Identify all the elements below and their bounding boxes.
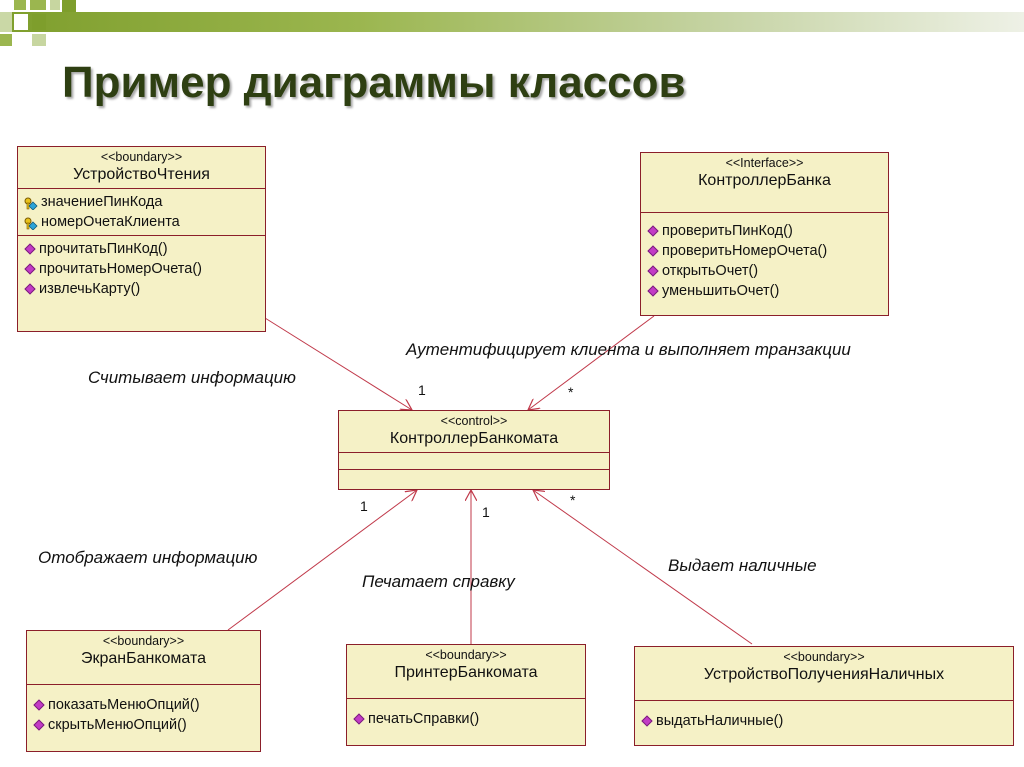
association-auth-label: Аутентифицирует клиента и выполняет тран… bbox=[406, 340, 851, 359]
attribute-row: значениеПинКода bbox=[24, 192, 259, 212]
operation-label: открытьОчет() bbox=[662, 263, 759, 279]
class-cash-dispenser[interactable]: <<boundary>> УстройствоПолученияНаличных… bbox=[634, 646, 1014, 746]
association-display-line bbox=[227, 490, 417, 631]
class-printer[interactable]: <<boundary>> ПринтерБанкомата печатьСпра… bbox=[346, 644, 586, 746]
operation-row: извлечьКарту() bbox=[24, 279, 259, 299]
class-atm-attributes bbox=[339, 453, 609, 470]
association-reads-line bbox=[264, 317, 412, 410]
operation-icon bbox=[33, 719, 45, 731]
operation-icon bbox=[24, 243, 36, 255]
operation-row: печатьСправки() bbox=[353, 709, 579, 729]
attribute-label: номерОчетаКлиента bbox=[41, 214, 180, 230]
operation-icon bbox=[647, 285, 659, 297]
class-screen[interactable]: <<boundary>> ЭкранБанкомата показатьМеню… bbox=[26, 630, 261, 752]
operation-row: проверитьНомерОчета() bbox=[647, 241, 882, 261]
operation-icon bbox=[353, 713, 365, 725]
class-printer-name: ПринтерБанкомата bbox=[394, 664, 538, 681]
class-bank-name: КонтроллерБанка bbox=[698, 172, 831, 189]
operation-label: печатьСправки() bbox=[368, 711, 480, 727]
class-printer-operations: печатьСправки() bbox=[347, 699, 585, 732]
multiplicity-dispense: * bbox=[570, 492, 576, 508]
association-reads-label: Считывает информацию bbox=[88, 368, 296, 387]
operation-label: прочитатьНомерОчета() bbox=[39, 261, 202, 277]
multiplicity-display: 1 bbox=[360, 498, 368, 514]
operation-row: проверитьПинКод() bbox=[647, 221, 882, 241]
operation-row: выдатьНаличные() bbox=[641, 711, 1007, 731]
multiplicity-reads: 1 bbox=[418, 382, 426, 398]
class-reader-header: <<boundary>> УстройствоЧтения bbox=[18, 147, 265, 189]
association-print-label: Печатает справку bbox=[362, 572, 515, 591]
operation-row: открытьОчет() bbox=[647, 261, 882, 281]
operation-label: прочитатьПинКод() bbox=[39, 241, 168, 257]
multiplicity-auth: * bbox=[568, 384, 574, 400]
operation-row: прочитатьПинКод() bbox=[24, 239, 259, 259]
class-cash-stereotype: <<boundary>> bbox=[783, 650, 865, 664]
operation-icon bbox=[647, 245, 659, 257]
association-auth-line bbox=[528, 315, 655, 410]
class-bank-stereotype: <<Interface>> bbox=[725, 156, 804, 170]
operation-icon bbox=[647, 225, 659, 237]
operation-icon bbox=[647, 265, 659, 277]
operation-label: выдатьНаличные() bbox=[656, 713, 784, 729]
operation-label: проверитьНомерОчета() bbox=[662, 243, 828, 259]
class-screen-operations: показатьМенюОпций() скрытьМенюОпций() bbox=[27, 685, 260, 738]
class-reader-name: УстройствоЧтения bbox=[73, 166, 210, 183]
operation-icon bbox=[33, 699, 45, 711]
class-atm-controller[interactable]: <<control>> КонтроллерБанкомата bbox=[338, 410, 610, 490]
key-attribute-icon bbox=[24, 196, 38, 211]
attribute-label: значениеПинКода bbox=[41, 194, 163, 210]
header-gradient-bar bbox=[0, 12, 1024, 32]
association-display-label: Отображает информацию bbox=[38, 548, 258, 567]
operation-icon bbox=[641, 715, 653, 727]
operation-label: скрытьМенюОпций() bbox=[48, 717, 187, 733]
class-cash-header: <<boundary>> УстройствоПолученияНаличных bbox=[635, 647, 1013, 701]
class-cash-operations: выдатьНаличные() bbox=[635, 701, 1013, 734]
multiplicity-print: 1 bbox=[482, 504, 490, 520]
class-reader-stereotype: <<boundary>> bbox=[100, 150, 183, 164]
class-atm-operations bbox=[339, 470, 609, 486]
operation-label: извлечьКарту() bbox=[39, 281, 141, 297]
operation-label: проверитьПинКод() bbox=[662, 223, 793, 239]
association-dispense-line bbox=[533, 490, 753, 645]
association-dispense-label: Выдает наличные bbox=[668, 556, 817, 575]
class-printer-stereotype: <<boundary>> bbox=[425, 648, 507, 662]
class-cash-name: УстройствоПолученияНаличных bbox=[703, 666, 945, 683]
class-atm-header: <<control>> КонтроллерБанкомата bbox=[339, 411, 609, 453]
attribute-row: номерОчетаКлиента bbox=[24, 212, 259, 232]
class-atm-name: КонтроллерБанкомата bbox=[389, 430, 559, 447]
operation-label: уменьшитьОчет() bbox=[662, 283, 780, 299]
class-screen-header: <<boundary>> ЭкранБанкомата bbox=[27, 631, 260, 685]
slide-title: Пример диаграммы классов bbox=[62, 58, 686, 107]
class-bank-controller[interactable]: <<Interface>> КонтроллерБанка проверитьП… bbox=[640, 152, 889, 316]
class-reader-attributes: значениеПинКода номерОчетаКлиента bbox=[18, 189, 265, 236]
class-screen-stereotype: <<boundary>> bbox=[102, 634, 185, 648]
class-atm-stereotype: <<control>> bbox=[440, 414, 508, 428]
operation-row: прочитатьНомерОчета() bbox=[24, 259, 259, 279]
key-attribute-icon bbox=[24, 216, 38, 231]
operation-icon bbox=[24, 263, 36, 275]
operation-row: уменьшитьОчет() bbox=[647, 281, 882, 301]
operation-row: показатьМенюОпций() bbox=[33, 695, 254, 715]
class-screen-name: ЭкранБанкомата bbox=[80, 650, 207, 667]
class-bank-operations: проверитьПинКод() проверитьНомерОчета() … bbox=[641, 213, 888, 304]
operation-label: показатьМенюОпций() bbox=[48, 697, 200, 713]
class-bank-header: <<Interface>> КонтроллерБанка bbox=[641, 153, 888, 213]
operation-row: скрытьМенюОпций() bbox=[33, 715, 254, 735]
class-printer-header: <<boundary>> ПринтерБанкомата bbox=[347, 645, 585, 699]
class-reader[interactable]: <<boundary>> УстройствоЧтения значениеПи… bbox=[17, 146, 266, 332]
operation-icon bbox=[24, 283, 36, 295]
class-reader-operations: прочитатьПинКод() прочитатьНомерОчета() … bbox=[18, 236, 265, 302]
